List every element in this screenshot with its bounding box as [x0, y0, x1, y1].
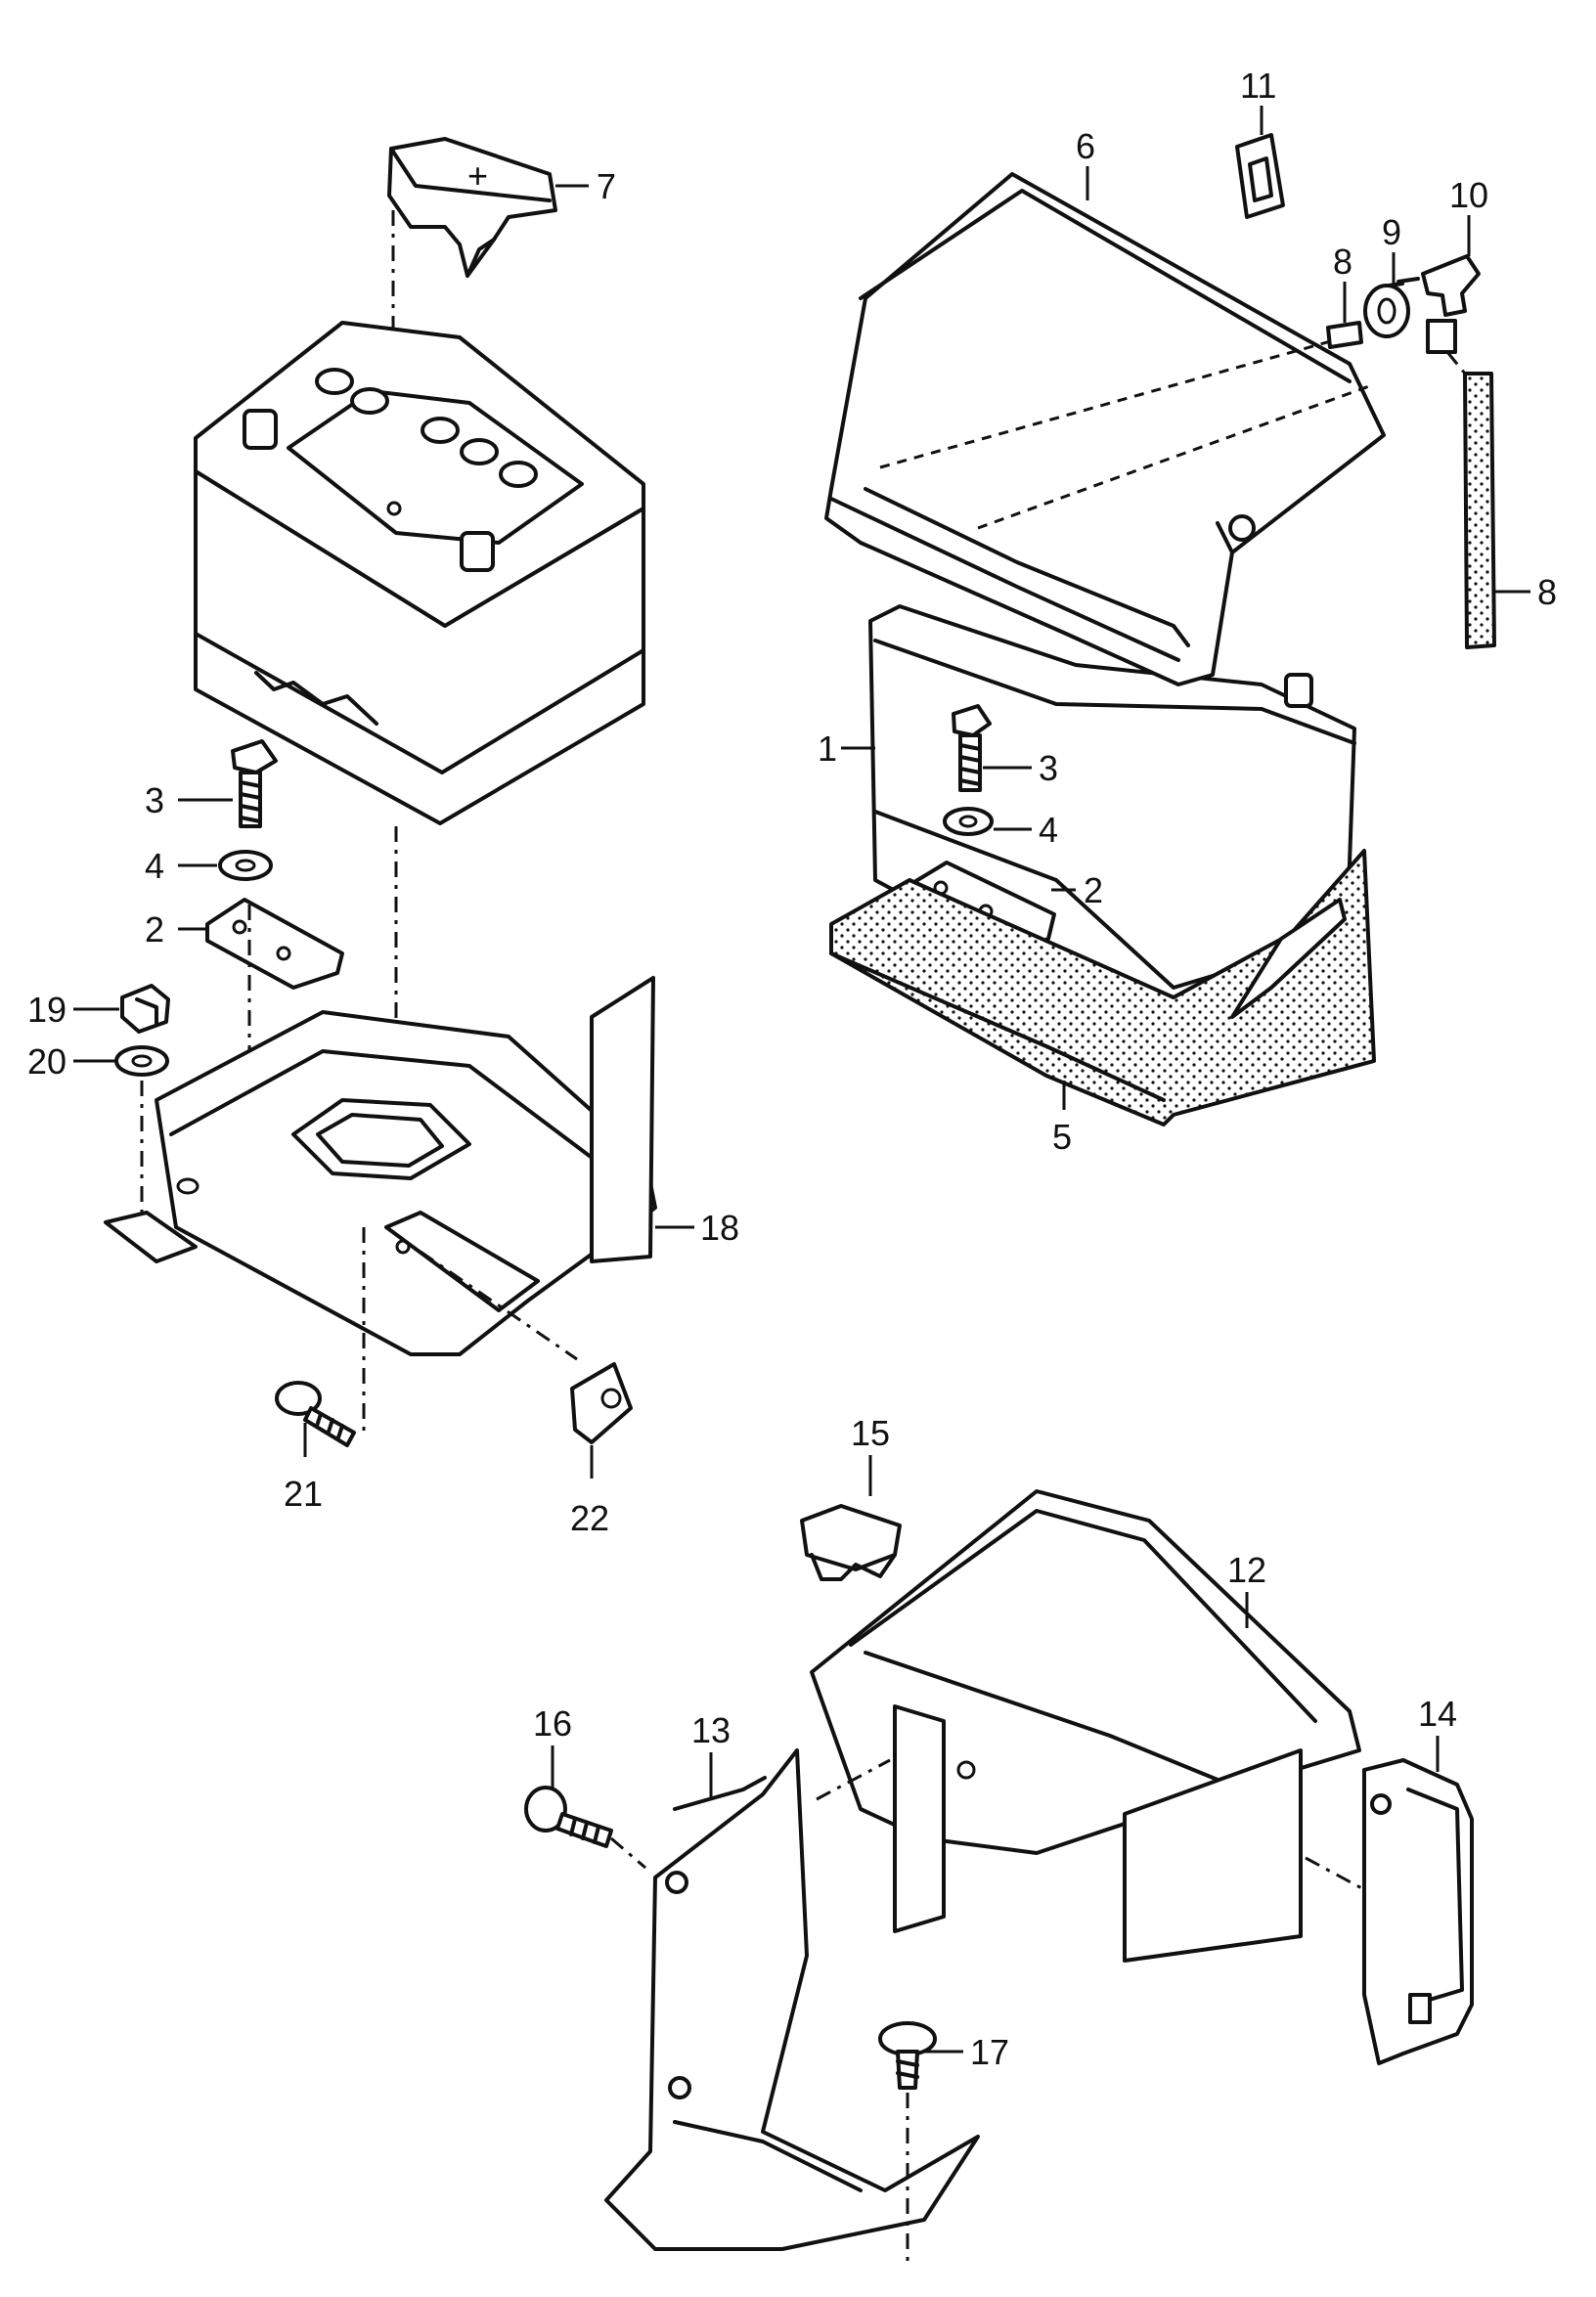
hex-nut-part: [120, 984, 170, 1034]
callout-4-left: 4: [145, 846, 217, 886]
svg-text:14: 14: [1418, 1694, 1457, 1734]
svg-text:20: 20: [27, 1041, 66, 1082]
svg-text:3: 3: [1039, 748, 1058, 788]
svg-text:8: 8: [1537, 572, 1557, 612]
vent-stub-part-8: [1326, 321, 1363, 349]
bracket-part-14: [1362, 1758, 1474, 2065]
callout-3-right: 3: [983, 748, 1058, 788]
callout-15: 15: [851, 1413, 890, 1496]
callout-16: 16: [533, 1703, 572, 1788]
screw-part-16: [524, 1786, 613, 1848]
svg-text:1: 1: [818, 729, 837, 769]
svg-text:19: 19: [27, 990, 66, 1030]
side-panel-part-13: [604, 1748, 980, 2251]
assembly-axis-line: [420, 1250, 578, 1361]
callout-8-right: 8: [1494, 572, 1557, 612]
terminal-plus-mark: +: [467, 155, 488, 196]
callout-20: 20: [27, 1041, 115, 1082]
callout-21: 21: [284, 1423, 323, 1514]
svg-text:18: 18: [700, 1208, 739, 1248]
callout-2-right: 2: [1051, 870, 1103, 910]
grommet-part-9: [1363, 284, 1410, 338]
hold-down-bolt: [231, 739, 278, 828]
callout-22: 22: [570, 1445, 609, 1538]
battery-left: [194, 321, 645, 825]
vent-elbow-part-10: [1387, 254, 1481, 354]
callout-11: 11: [1240, 66, 1276, 135]
callout-9: 9: [1382, 212, 1401, 286]
washer-part-20: [114, 1045, 169, 1077]
svg-text:15: 15: [851, 1413, 890, 1453]
svg-text:4: 4: [1039, 810, 1058, 850]
clip-part-11: [1235, 133, 1285, 219]
callout-8-top: 8: [1333, 242, 1352, 323]
heat-shield-part-5: [829, 849, 1376, 1126]
svg-text:10: 10: [1449, 175, 1488, 215]
terminal-cover-part: +: [387, 137, 557, 278]
clamp-bracket-part: [205, 898, 344, 990]
battery-cover-part: [824, 172, 1386, 686]
callout-6: 6: [1076, 126, 1095, 200]
callout-10: 10: [1449, 175, 1488, 256]
assembly-axis-line: [816, 1758, 891, 1801]
assembly-axis-line: [1445, 351, 1467, 375]
svg-text:2: 2: [145, 909, 164, 950]
battery-tray-part: [104, 976, 657, 1356]
battery-terminal-negative: [243, 409, 278, 450]
callout-5: 5: [1052, 1081, 1072, 1157]
hold-down-bolt-right: [952, 704, 992, 792]
svg-text:16: 16: [533, 1703, 572, 1744]
callout-19: 19: [27, 990, 119, 1030]
washer-part: [218, 850, 273, 881]
svg-text:9: 9: [1382, 212, 1401, 252]
svg-text:8: 8: [1333, 242, 1352, 282]
svg-text:6: 6: [1076, 126, 1095, 166]
callout-14: 14: [1418, 1694, 1457, 1772]
svg-text:21: 21: [284, 1474, 323, 1514]
svg-text:5: 5: [1052, 1117, 1072, 1157]
trim-clip-part-15: [800, 1504, 902, 1581]
svg-text:2: 2: [1084, 870, 1103, 910]
clip-nut-part-22: [570, 1362, 633, 1444]
assembly-axis-line: [1305, 1856, 1370, 1894]
callout-17: 17: [924, 2032, 1009, 2072]
callout-1: 1: [818, 729, 875, 769]
callout-18: 18: [655, 1208, 739, 1248]
callout-13: 13: [691, 1710, 731, 1797]
svg-text:13: 13: [691, 1710, 731, 1750]
push-pin-part-17: [878, 2021, 937, 2090]
callout-7: 7: [555, 166, 616, 206]
svg-text:3: 3: [145, 780, 164, 820]
washer-part-right: [943, 807, 994, 836]
svg-text:7: 7: [597, 166, 616, 206]
callout-2-left: 2: [145, 909, 207, 950]
svg-text:11: 11: [1240, 66, 1276, 106]
callout-3-left: 3: [145, 780, 233, 820]
vent-hose-part-8: [1463, 372, 1496, 649]
callout-12: 12: [1227, 1550, 1266, 1628]
callout-4-right: 4: [994, 810, 1058, 850]
svg-text:12: 12: [1227, 1550, 1266, 1590]
svg-text:4: 4: [145, 846, 164, 886]
screw-part-21: [275, 1381, 356, 1447]
svg-text:17: 17: [970, 2032, 1009, 2072]
cover-tray-part-12: [810, 1489, 1361, 1963]
svg-text:22: 22: [570, 1498, 609, 1538]
battery-terminal-positive: [460, 531, 495, 572]
assembly-axis-line: [610, 1836, 646, 1870]
